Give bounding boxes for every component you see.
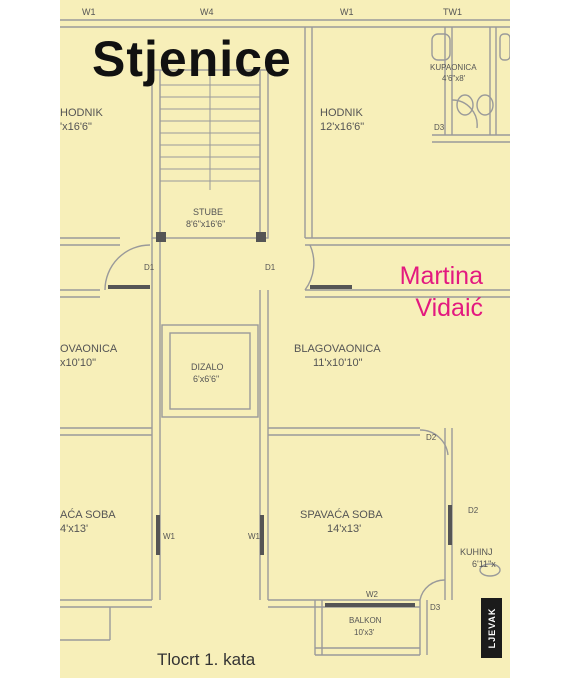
plan-label-hodnik: HODNIK [320,107,363,119]
plan-label-spavaca-soba-size: 14'x13' [327,523,361,535]
plan-label-balkon: BALKON [349,616,382,625]
plan-label-kupaonica-size: 4'6"x8' [442,74,466,83]
plan-label-blagovaonica-size: x10'10" [60,357,96,369]
plan-label-spavaca-soba-size: 4'x13' [60,523,88,535]
plan-label-spavaca-soba: AĆA SOBA [60,508,116,521]
author-name: Martina Vidaić [343,260,483,324]
plan-label-window-w1: W1 [82,7,96,17]
plan-label-window-w1: W1 [340,7,354,17]
plan-label-blagovaonica: BLAGOVAONICA [294,343,381,355]
author-last-name: Vidaić [415,294,483,322]
plan-label-window-w1: W1 [248,532,261,541]
plan-label-door-d2: D2 [426,433,437,442]
plan-label-dizalo-size: 6'x6'6" [193,374,219,384]
plan-label-stube-size: 8'6"x16'6" [186,219,225,229]
author-first-name: Martina [399,262,483,290]
plan-label-hodnik: HODNIK [60,107,103,119]
book-subtitle: Tlocrt 1. kata [157,650,256,669]
book-title: Stjenice [92,31,292,87]
plan-label-hodnik-size: 'x16'6" [60,121,92,133]
plan-label-hodnik-size: 12'x16'6" [320,121,364,133]
plan-label-balkon-size: 10'x3' [354,628,375,637]
plan-label-door-d1: D1 [144,263,155,272]
plan-label-blagovaonica: OVAONICA [60,343,118,355]
plan-label-window-w4: W4 [200,7,214,17]
publisher-name: LJEVAK [486,607,497,649]
plan-label-window-w1: W1 [163,532,176,541]
plan-label-blagovaonica-size: 11'x10'10" [313,357,363,369]
plan-label-dizalo: DIZALO [191,362,224,372]
plan-label-kuhinja-size: 6'11"x [472,559,496,569]
plan-label-stube: STUBE [193,207,223,217]
floor-plan-drawing: W1 W4 W1 TW1 KUPAONICA 4'6"x8' D3 HODNIK… [60,7,510,656]
plan-label-door-d3: D3 [434,123,445,132]
plan-label-door-d3: D3 [430,603,441,612]
publisher-badge: LJEVAK [481,598,502,658]
plan-label-door-d2: D2 [468,506,479,515]
plan-label-kupaonica: KUPAONICA [430,63,477,72]
plan-label-window-tw1: TW1 [443,7,462,17]
plan-label-spavaca-soba: SPAVAĆA SOBA [300,508,383,521]
book-cover: W1 W4 W1 TW1 KUPAONICA 4'6"x8' D3 HODNIK… [60,0,510,678]
plan-label-kuhinja: KUHINJ [460,547,493,557]
plan-label-window-w2: W2 [366,590,379,599]
plan-label-door-d1: D1 [265,263,276,272]
